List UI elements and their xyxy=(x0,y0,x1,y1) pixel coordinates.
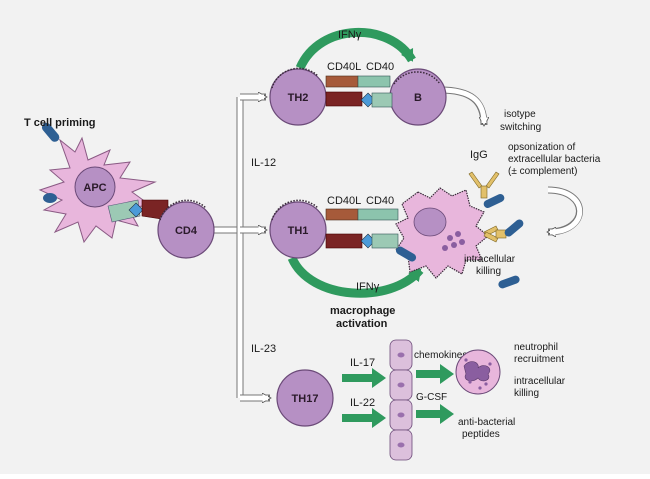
phagosome-granule xyxy=(442,245,448,251)
chemokines-arrow xyxy=(416,364,454,384)
antibacterial-peptides-label: peptides xyxy=(462,429,500,440)
bacterium-icon xyxy=(43,193,57,203)
epithelial-output-arrows xyxy=(416,364,454,424)
apc-cell: APC xyxy=(38,122,169,244)
il22-label: IL-22 xyxy=(350,397,375,409)
opsonization-label: extracellular bacteria xyxy=(508,154,601,165)
t-cell-priming-label: T cell priming xyxy=(24,117,96,129)
th2-label: TH2 xyxy=(288,92,309,104)
mhc-molecule xyxy=(371,92,393,108)
cd40-molecule xyxy=(357,75,391,88)
cd40l-molecule xyxy=(325,75,359,88)
cd40l-label-mid: CD40L xyxy=(327,195,361,207)
th1-cell xyxy=(269,201,327,259)
il17-arrow xyxy=(342,368,386,388)
neutrophil-killing-label: intracellular xyxy=(514,376,566,387)
bacterium-icon xyxy=(395,246,417,262)
cd40-molecule xyxy=(357,208,399,221)
isotype-switching-label: isotype xyxy=(504,109,536,120)
epithelial-layer xyxy=(389,339,413,461)
phagosome-granule xyxy=(459,239,465,245)
cd40-label-top: CD40 xyxy=(366,61,394,73)
mhc-molecule xyxy=(107,199,141,223)
mhc-molecule xyxy=(371,233,399,249)
apc-label: APC xyxy=(83,182,106,194)
bacterium-icon xyxy=(504,219,524,237)
phagosome-granule xyxy=(455,231,461,237)
opsonization-label: opsonization of xyxy=(508,142,575,153)
igg-antibody xyxy=(483,225,507,243)
il22-arrow xyxy=(342,408,386,428)
cd4-label: CD4 xyxy=(175,225,198,237)
cd40-label-mid: CD40 xyxy=(366,195,394,207)
igg-label: IgG xyxy=(470,149,488,161)
th2-b-synapse: TH2 B CD40L CD40 xyxy=(269,61,447,126)
isotype-switching-label: switching xyxy=(500,122,541,133)
ifng-arrow-bottom xyxy=(287,255,424,298)
tcr-molecule xyxy=(325,91,363,107)
th17-cell: TH17 xyxy=(276,369,334,427)
arrow-isotype-switching xyxy=(439,86,484,125)
cd4-cell: CD4 xyxy=(157,199,215,259)
th17-label: TH17 xyxy=(292,393,319,405)
chemokines-label: chemokines xyxy=(414,350,467,361)
th1-macrophage-synapse: TH1 CD40L CD40 xyxy=(269,187,524,279)
th17-cytokine-arrows xyxy=(342,368,386,428)
cd40l-molecule xyxy=(325,208,359,221)
neutrophil-recruitment-label: recruitment xyxy=(514,354,564,365)
antibacterial-peptides-label: anti-bacterial xyxy=(458,417,515,428)
il17-label: IL-17 xyxy=(350,357,375,369)
bacterium-icon xyxy=(41,122,60,142)
neutrophil-cell xyxy=(455,349,501,395)
macrophage-activation-label: activation xyxy=(336,318,388,330)
cd40l-label-top: CD40L xyxy=(327,61,361,73)
neutrophil-killing-label: killing xyxy=(514,388,539,399)
intracellular-killing-label: killing xyxy=(476,266,501,277)
gcsf-arrow xyxy=(416,404,454,424)
phagosome-granule xyxy=(447,235,453,241)
b-label: B xyxy=(414,92,422,104)
macrophage-nucleus xyxy=(413,207,447,237)
th1-label: TH1 xyxy=(288,225,309,237)
il23-label: IL-23 xyxy=(251,343,276,355)
phagosome-granule xyxy=(451,242,457,248)
antigen-icon xyxy=(128,202,144,218)
apc-nucleus xyxy=(74,166,116,208)
opsonization-label: (± complement) xyxy=(508,166,577,177)
connector-arrows xyxy=(214,86,583,398)
bacterium-icon xyxy=(483,194,505,208)
bacterium-icon xyxy=(498,275,520,289)
neutrophil-recruitment-label: neutrophil xyxy=(514,342,558,353)
macrophage-cell xyxy=(395,187,489,279)
igg-antibody xyxy=(468,171,500,199)
tcr-molecule xyxy=(325,233,363,249)
gcsf-label: G-CSF xyxy=(416,392,447,403)
il12-label: IL-12 xyxy=(251,157,276,169)
ifng-label-top: IFNγ xyxy=(338,29,362,41)
ifng-label-bottom: IFNγ xyxy=(356,281,380,293)
intracellular-killing-label: intracellular xyxy=(464,254,516,265)
ifng-arrow-top xyxy=(295,27,416,71)
macrophage-activation-label: macrophage xyxy=(330,305,395,317)
